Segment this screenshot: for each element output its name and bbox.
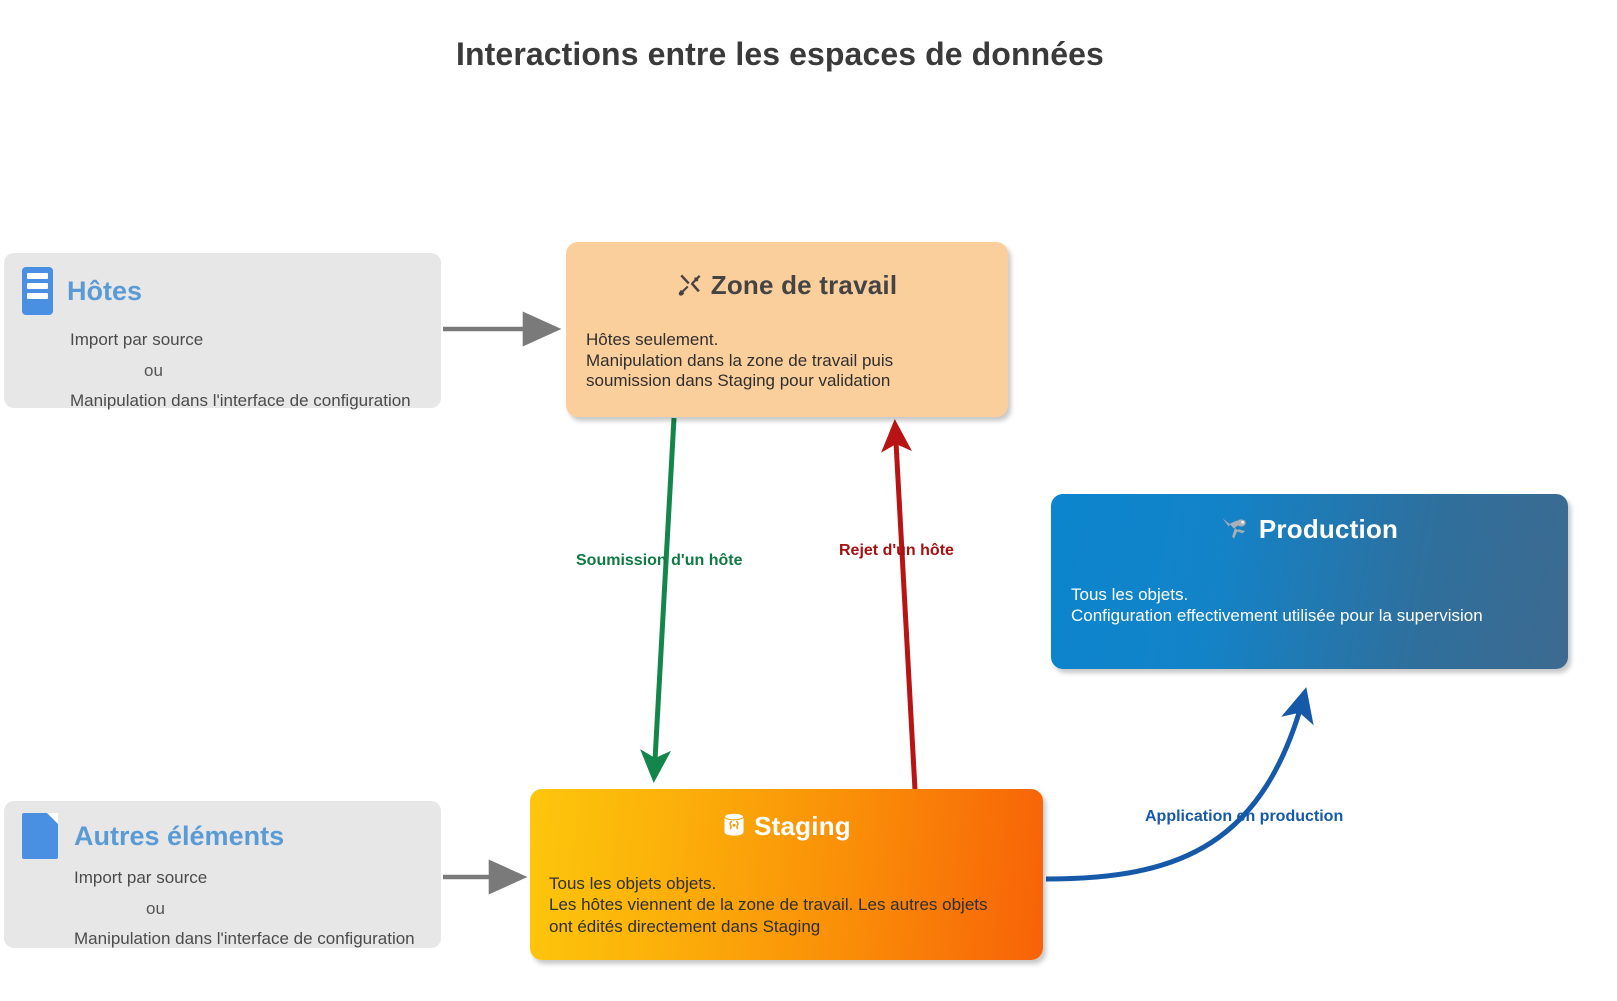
other-elements-line-manipulation: Manipulation dans l'interface de configu… [74,929,415,948]
staging-box[interactable]: Staging Tous les objets objets. Les hôte… [530,789,1043,960]
arrow-label-rejet: Rejet d'un hôte [839,542,954,559]
hosts-title: Hôtes [67,275,143,306]
production-title-row: Production [1051,494,1568,548]
hosts-header: Hôtes [4,253,441,315]
other-elements-line-or: ou [146,899,165,918]
production-body: Tous les objets. Configuration effective… [1051,548,1568,627]
workspace-title-row: Zone de travail [566,242,1008,304]
workspace-box[interactable]: Zone de travail Hôtes seulement. Manipul… [566,242,1008,417]
arrow-label-application-production: Application en production [1145,808,1344,825]
tools-icon [677,273,703,304]
staging-title-row: Staging [530,789,1043,845]
hosts-line-import: Import par source [70,330,204,349]
staging-line-3: ont édités directement dans Staging [549,916,821,936]
other-elements-box[interactable]: Autres éléments Import par source ou Man… [4,801,441,948]
production-box[interactable]: Production Tous les objets. Configuratio… [1051,494,1568,669]
satellite-icon [1221,515,1251,548]
database-icon [722,812,746,845]
staging-body: Tous les objets objets. Les hôtes vienne… [530,845,1043,937]
staging-title: Staging [754,811,851,841]
staging-line-1: Tous les objets objets. [549,874,717,893]
other-elements-title: Autres éléments [74,820,285,851]
workspace-line-2: Manipulation dans la zone de travail pui… [586,350,894,370]
hosts-line-manipulation: Manipulation dans l'interface de configu… [70,391,411,410]
workspace-line-3: soumission dans Staging pour validation [586,371,891,391]
server-rack-icon [22,267,53,315]
workspace-line-1: Hôtes seulement. [586,330,719,349]
staging-line-2: Les hôtes viennent de la zone de travail… [549,895,988,915]
production-line-1: Tous les objets. [1071,585,1189,604]
production-line-2: Configuration effectivement utilisée pou… [1071,606,1483,626]
arrow-staging-to-workspace [881,419,918,791]
workspace-body: Hôtes seulement. Manipulation dans la zo… [566,304,1008,392]
arrow-staging-to-production [1045,687,1314,882]
other-elements-header: Autres éléments [4,801,441,859]
arrow-workspace-to-staging [640,417,677,783]
hosts-box[interactable]: Hôtes Import par source ou Manipulation … [4,253,441,410]
hosts-line-or: ou [144,361,163,380]
document-icon [22,813,58,859]
page-title: Interactions entre les espaces de donnée… [456,36,1104,72]
workspace-title: Zone de travail [710,270,898,300]
production-title: Production [1258,514,1399,544]
other-elements-line-import: Import par source [74,868,208,887]
arrow-label-soumission: Soumission d'un hôte [576,552,743,569]
